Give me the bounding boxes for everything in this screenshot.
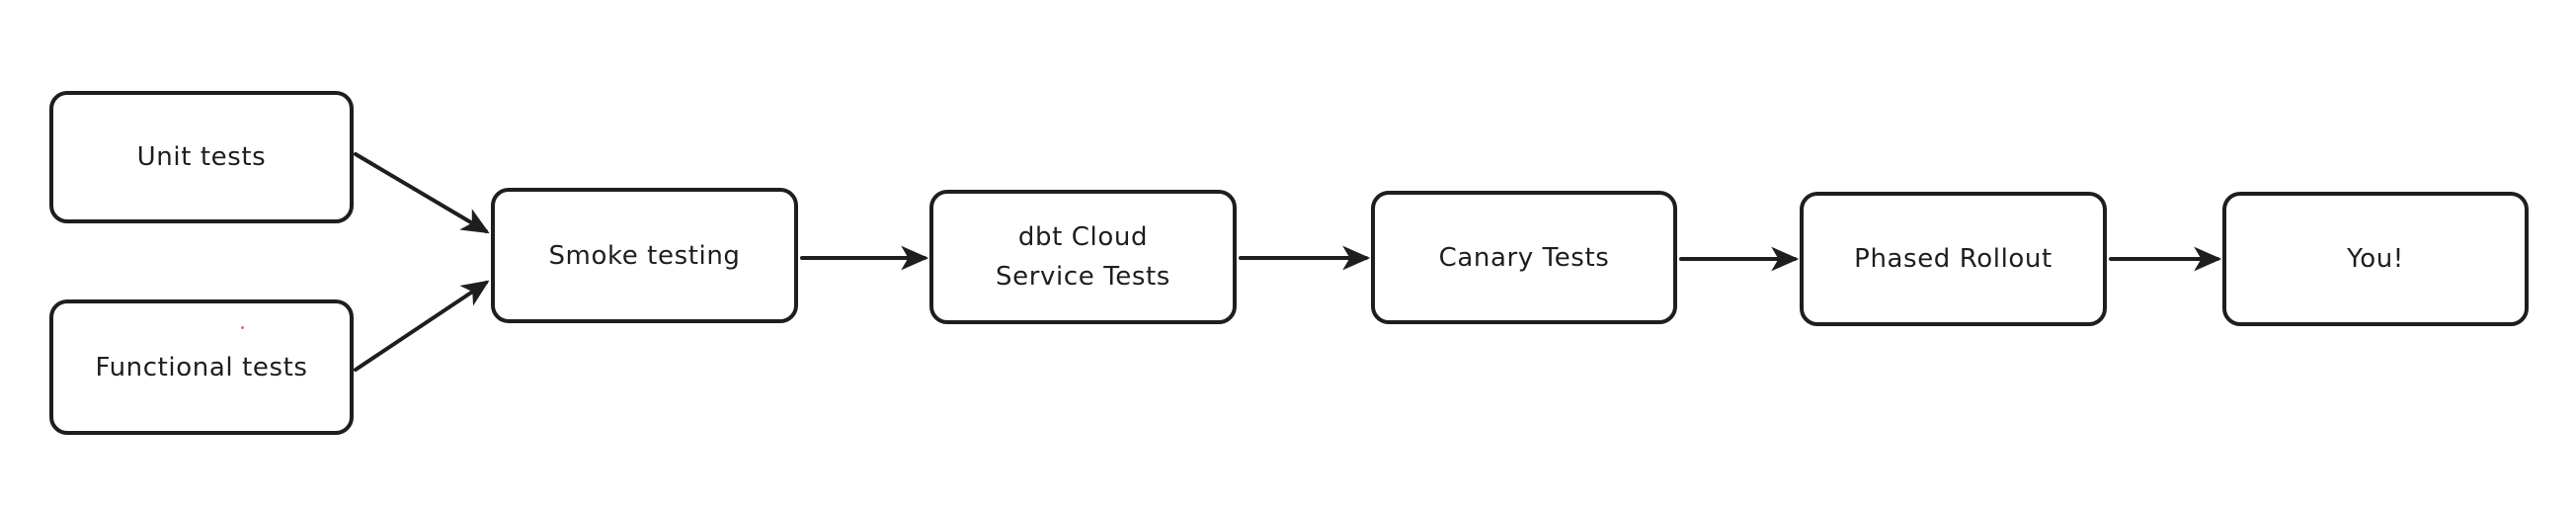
node-you[interactable]: You!	[2222, 192, 2529, 326]
node-dbt-cloud-service-tests[interactable]: dbt Cloud Service Tests	[929, 190, 1237, 324]
node-unit-tests[interactable]: Unit tests	[49, 91, 354, 223]
node-label-unit-tests: Unit tests	[136, 142, 267, 172]
node-functional-tests[interactable]: Functional tests	[49, 299, 354, 435]
node-label-functional-tests: Functional tests	[95, 352, 308, 382]
edge-functional-to-smoke	[354, 280, 490, 372]
red-dot-artifact	[241, 326, 244, 329]
node-label-smoke-testing: Smoke testing	[548, 240, 741, 271]
node-label-you: You!	[2347, 244, 2404, 274]
node-label-phased-rollout: Phased Rollout	[1854, 244, 2053, 274]
node-canary-tests[interactable]: Canary Tests	[1371, 191, 1677, 324]
node-label-dbt-cloud-service-tests: dbt Cloud Service Tests	[996, 222, 1170, 292]
node-smoke-testing[interactable]: Smoke testing	[491, 188, 798, 323]
edge-unit-to-smoke	[354, 152, 490, 234]
node-phased-rollout[interactable]: Phased Rollout	[1800, 192, 2107, 326]
node-label-canary-tests: Canary Tests	[1438, 242, 1610, 273]
